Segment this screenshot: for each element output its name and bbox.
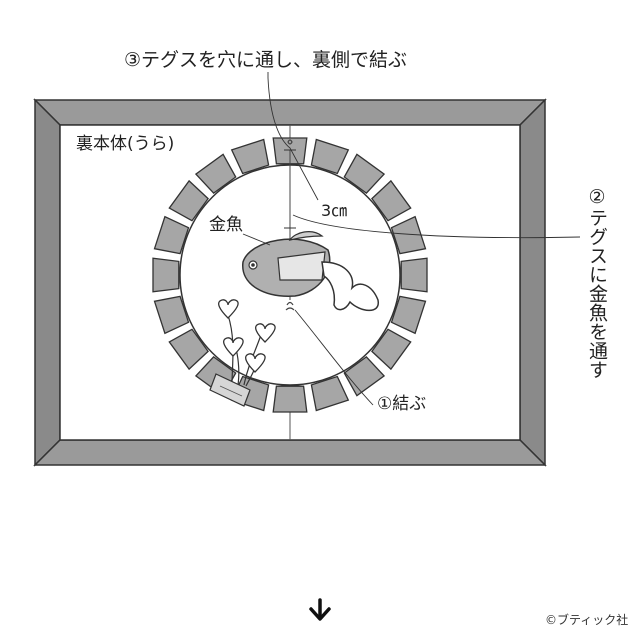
wreath-tile (400, 257, 428, 293)
goldfish-label: 金魚 (209, 215, 243, 235)
leader-step3 (267, 72, 319, 201)
wreath-tile (371, 179, 412, 222)
step2-label: ②テグスに金魚を通す (586, 186, 608, 379)
frame-right (519, 98, 546, 467)
heart-icon (245, 353, 266, 373)
wreath-tile (152, 257, 180, 293)
step1-label: ①結ぶ (377, 394, 427, 414)
goldfish-stripe (277, 251, 326, 281)
leader-kingyo (242, 233, 271, 246)
wreath-tile (310, 375, 350, 412)
goldfish (242, 231, 379, 312)
heart-icon (223, 337, 244, 357)
heart-icon (218, 299, 239, 319)
goldfish-tail (321, 261, 379, 312)
wreath-tile (194, 153, 237, 194)
wreath-tile (343, 153, 386, 194)
wreath-tile (343, 356, 386, 397)
wreath-tiles (152, 137, 428, 413)
wreath-tile (230, 138, 270, 175)
wreath-tile (153, 295, 190, 335)
wreath-tile (310, 138, 350, 175)
wreath-tile (371, 328, 412, 371)
wreath-tile (168, 179, 209, 222)
knot-bottom-icon (285, 301, 295, 311)
distance-label: 3㎝ (321, 201, 348, 220)
frame-left (34, 98, 61, 467)
heart-decoration (209, 299, 276, 407)
credit-label: ©ブティック社 (545, 613, 629, 627)
arrow-down-icon (309, 598, 331, 621)
wreath-tile (390, 215, 427, 255)
heart-icon (255, 323, 276, 343)
frame-bottom (33, 439, 547, 466)
wreath-tile (390, 295, 427, 335)
wreath-tile (153, 215, 190, 255)
goldfish-fin (288, 231, 324, 241)
leader-step2 (292, 214, 581, 239)
leader-step1 (294, 309, 374, 406)
wreath-tile (168, 328, 209, 371)
step3-label: ③テグスを穴に通し、裏側で結ぶ (124, 49, 408, 71)
frame-top (33, 99, 547, 126)
distance-marker (284, 149, 296, 229)
knot-top-icon (287, 139, 293, 145)
panel-label: 裏本体(うら) (76, 134, 175, 154)
leader-lines (242, 72, 581, 406)
gift-tag (209, 373, 251, 407)
wreath-tile (272, 385, 308, 413)
